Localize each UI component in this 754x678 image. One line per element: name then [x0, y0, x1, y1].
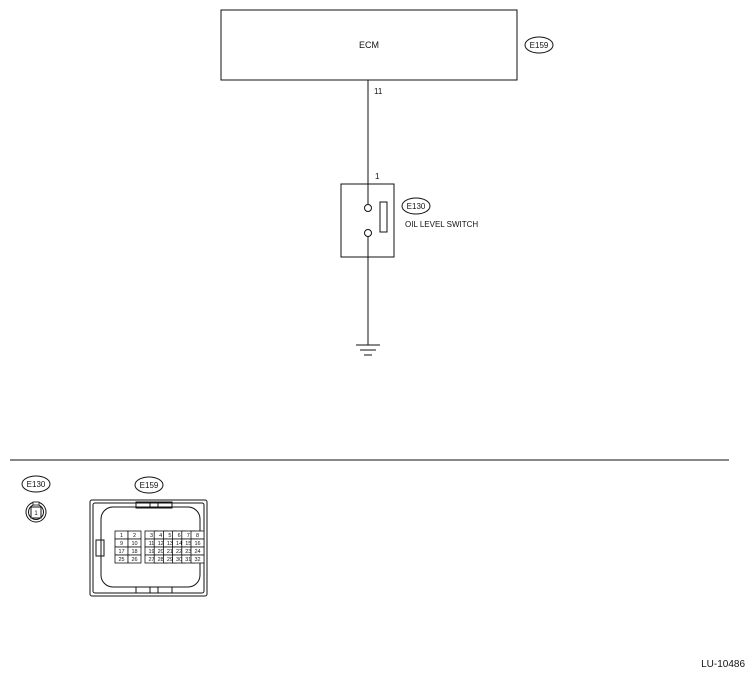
e159-pin-number: 21 — [167, 549, 173, 555]
ground-symbol — [356, 344, 380, 356]
e159-pin-number: 15 — [185, 541, 191, 547]
ecm-box — [220, 9, 518, 81]
e159-pin-number: 22 — [176, 549, 182, 555]
switch-contact-bottom — [364, 229, 372, 237]
e159-pin-number: 18 — [131, 549, 137, 555]
switch-contact-top — [364, 204, 372, 212]
e159-pin-cell — [190, 554, 205, 564]
e159-pin-number: 25 — [118, 557, 124, 563]
e159-pin-cell — [127, 554, 142, 564]
switch-float — [379, 201, 388, 233]
ecm-pin-label: 11 — [374, 87, 383, 96]
diagram-id: LU-10486 — [701, 659, 745, 670]
e159-pin-number: 1 — [120, 533, 123, 539]
e159-pin-number: 7 — [187, 533, 190, 539]
switch-connector-badge — [401, 197, 431, 215]
switch-label: OIL LEVEL SWITCH — [405, 220, 478, 229]
e130-connector-face — [25, 501, 47, 523]
e159-pin-number: 16 — [194, 541, 200, 547]
e159-pin-number: 23 — [185, 549, 191, 555]
e159-pin-number: 4 — [159, 533, 162, 539]
ecm-connector-badge — [524, 36, 554, 54]
e130-code: E130 — [27, 480, 46, 489]
e159-pin-number: 12 — [158, 541, 164, 547]
e159-badge — [134, 476, 164, 494]
e159-pin-number: 30 — [176, 557, 182, 563]
e159-pin-number: 32 — [194, 557, 200, 563]
e159-pin-number: 8 — [196, 533, 199, 539]
e159-pin-number: 3 — [150, 533, 153, 539]
e159-pin-number: 28 — [158, 557, 164, 563]
e159-pin-number: 10 — [131, 541, 137, 547]
e159-pin-number: 29 — [167, 557, 173, 563]
e159-pin-number: 6 — [178, 533, 181, 539]
e159-pin-number: 11 — [149, 541, 155, 547]
e159-pin-number: 27 — [148, 557, 154, 563]
e159-pin-number: 2 — [133, 533, 136, 539]
e159-pin-number: 26 — [131, 557, 137, 563]
e159-pin-number: 20 — [158, 549, 164, 555]
e159-connector-body — [89, 499, 208, 597]
e159-pin-number: 17 — [118, 549, 124, 555]
e159-pin-number: 19 — [148, 549, 154, 555]
e130-badge — [21, 475, 51, 493]
e159-pin-number: 5 — [168, 533, 171, 539]
e159-pin-number: 13 — [167, 541, 173, 547]
e159-code: E159 — [140, 481, 159, 490]
ecm-connector-code: E159 — [530, 41, 549, 50]
switch-pin-label: 1 — [375, 172, 380, 181]
e159-pin-number: 9 — [120, 541, 123, 547]
e159-pin-number: 14 — [176, 541, 182, 547]
switch-connector-code: E130 — [407, 202, 426, 211]
e130-pin: 1 — [34, 511, 38, 517]
e159-pin-number: 24 — [194, 549, 200, 555]
e159-pin-number: 31 — [185, 557, 191, 563]
ecm-label: ECM — [359, 40, 379, 50]
